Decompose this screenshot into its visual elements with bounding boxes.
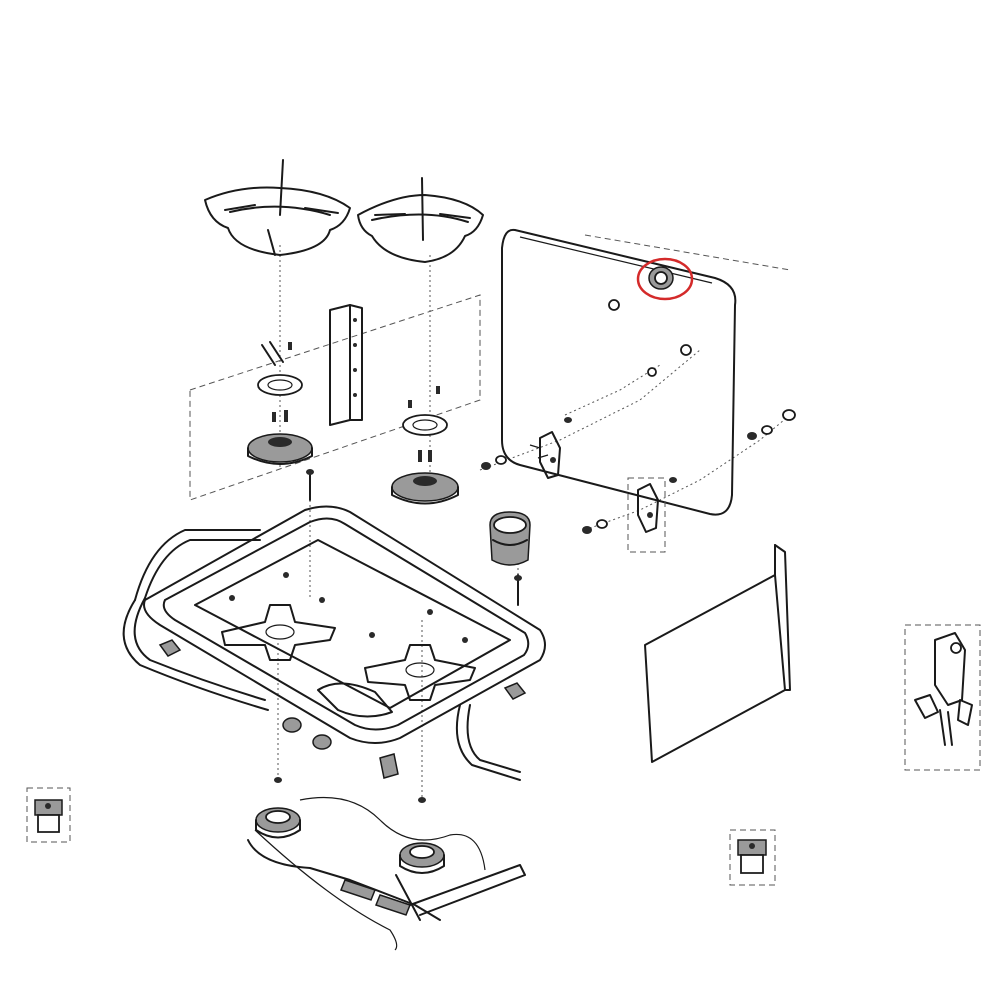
burner-ring-left[interactable] [257,341,303,396]
burner-ring-right[interactable] [402,386,448,436]
gas-manifold [247,796,526,951]
pan-support-left[interactable] [204,159,351,256]
lid-hinge-left[interactable] [529,431,561,479]
highlight-circle [636,257,694,301]
burner-cap-right[interactable] [391,450,459,505]
rear-panel-bracket [329,304,363,426]
control-spindles [282,717,332,750]
lid-washers [481,409,796,534]
hob-tray[interactable] [143,505,546,744]
injector-right[interactable] [729,829,776,886]
lid-hinge-right[interactable] [627,477,666,553]
pan-support-right[interactable] [357,177,484,263]
hinge-detail [904,624,981,771]
burner-cap-left[interactable] [247,410,313,465]
gas-valves[interactable] [255,777,445,874]
lid-grommet[interactable] [636,257,694,301]
glass-lid[interactable] [501,228,737,516]
fixing-bolt [306,469,314,501]
control-knob[interactable] [489,511,531,606]
construction-lines [189,234,791,800]
gas-pipe [122,529,527,781]
side-panel[interactable] [644,544,791,763]
injector-left[interactable] [26,787,71,843]
